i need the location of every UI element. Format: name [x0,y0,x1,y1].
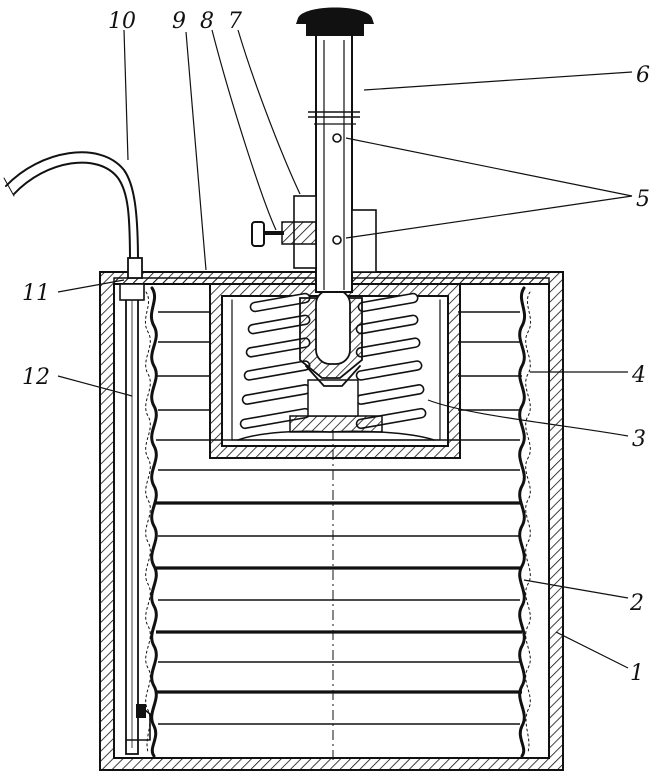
leader-lines [57,29,633,669]
label-12: 12 [22,365,50,390]
cable [3,151,143,279]
label-6: 6 [636,63,650,88]
leader-2 [523,579,629,599]
label-4: 4 [631,363,646,388]
label-7: 7 [228,9,242,34]
label-1: 1 [630,661,644,686]
part-labels: 10 9 8 7 6 5 11 12 4 3 2 1 [22,9,650,686]
stop-pins [332,133,342,245]
label-11: 11 [22,281,50,306]
leader-10 [123,29,129,161]
guide-block [351,209,377,273]
label-9: 9 [172,9,186,34]
bellows [144,286,532,758]
piston-body [299,289,363,387]
label-3: 3 [632,427,646,452]
label-8: 8 [200,9,214,34]
label-2: 2 [629,591,644,616]
leader-7 [237,29,301,195]
leader-12 [57,375,133,397]
leader-5b [345,195,633,239]
vertical-tube [308,29,360,293]
leader-6 [363,71,633,91]
leader-9 [185,31,207,271]
inner-vessel [209,283,461,459]
leader-8 [211,29,277,231]
leader-11 [57,279,125,293]
leader-1 [555,631,629,669]
label-5: 5 [636,187,650,212]
locking-screw [251,195,317,269]
label-10: 10 [108,9,136,34]
leader-5a [345,137,633,197]
leader-3 [427,399,629,437]
top-cap [296,5,374,36]
side-tube [119,283,151,755]
